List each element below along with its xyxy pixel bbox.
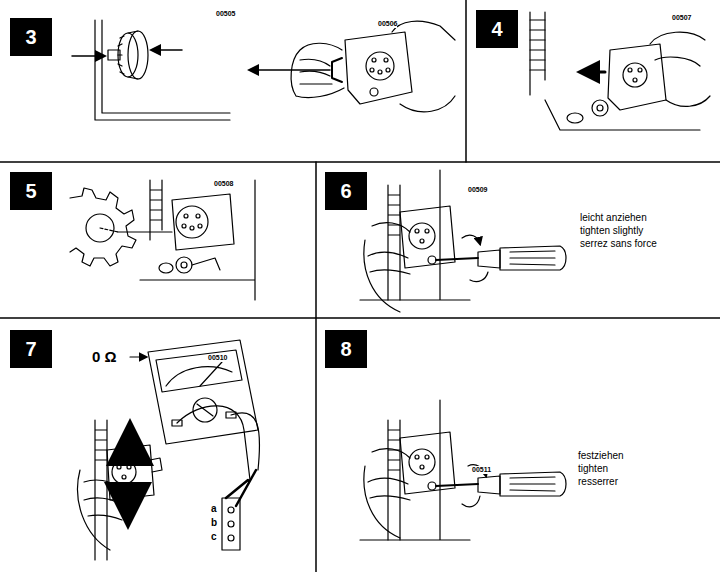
step-number: 6 [340, 180, 351, 203]
step-number: 7 [25, 338, 36, 361]
resistance-value: 0 Ω [92, 348, 117, 365]
terminal-letter: c [211, 531, 217, 543]
instruction-text: resserrer [578, 476, 618, 488]
instruction-text: tighten slightly [580, 225, 643, 237]
multimeter-check [78, 340, 260, 560]
instruction-text: leicht anziehen [580, 212, 647, 224]
step-number-box: 3 [10, 18, 52, 56]
instruction-text: serrez sans force [580, 238, 657, 250]
plate-installation [530, 12, 710, 130]
part-code: 00510 [208, 354, 227, 362]
part-code: 00511 [472, 466, 491, 474]
part-code: 00506 [378, 20, 397, 28]
instruction-text: tighten [578, 463, 608, 475]
step-number: 8 [340, 338, 351, 361]
gear-and-plate [70, 180, 255, 300]
terminal-letter: b [211, 517, 217, 529]
part-code: 00509 [468, 186, 487, 194]
step-number-box: 7 [10, 330, 52, 368]
part-code: 00507 [672, 14, 691, 22]
step-number: 4 [491, 18, 502, 41]
step-number: 5 [25, 180, 36, 203]
screwdriver-tightening [360, 400, 566, 540]
step-number: 3 [25, 26, 36, 49]
instruction-text: festziehen [578, 450, 624, 462]
step-number-box: 6 [325, 172, 367, 210]
step-number-box: 5 [10, 172, 52, 210]
part-code: 00508 [214, 180, 233, 188]
knob-figure [72, 20, 230, 120]
step-number-box: 4 [476, 10, 518, 48]
step-number-box: 8 [325, 330, 367, 368]
screwdriver-tightening [360, 170, 566, 312]
terminal-letter: a [211, 503, 217, 515]
part-code: 00505 [216, 10, 235, 18]
hands-removing-plate [250, 21, 455, 112]
